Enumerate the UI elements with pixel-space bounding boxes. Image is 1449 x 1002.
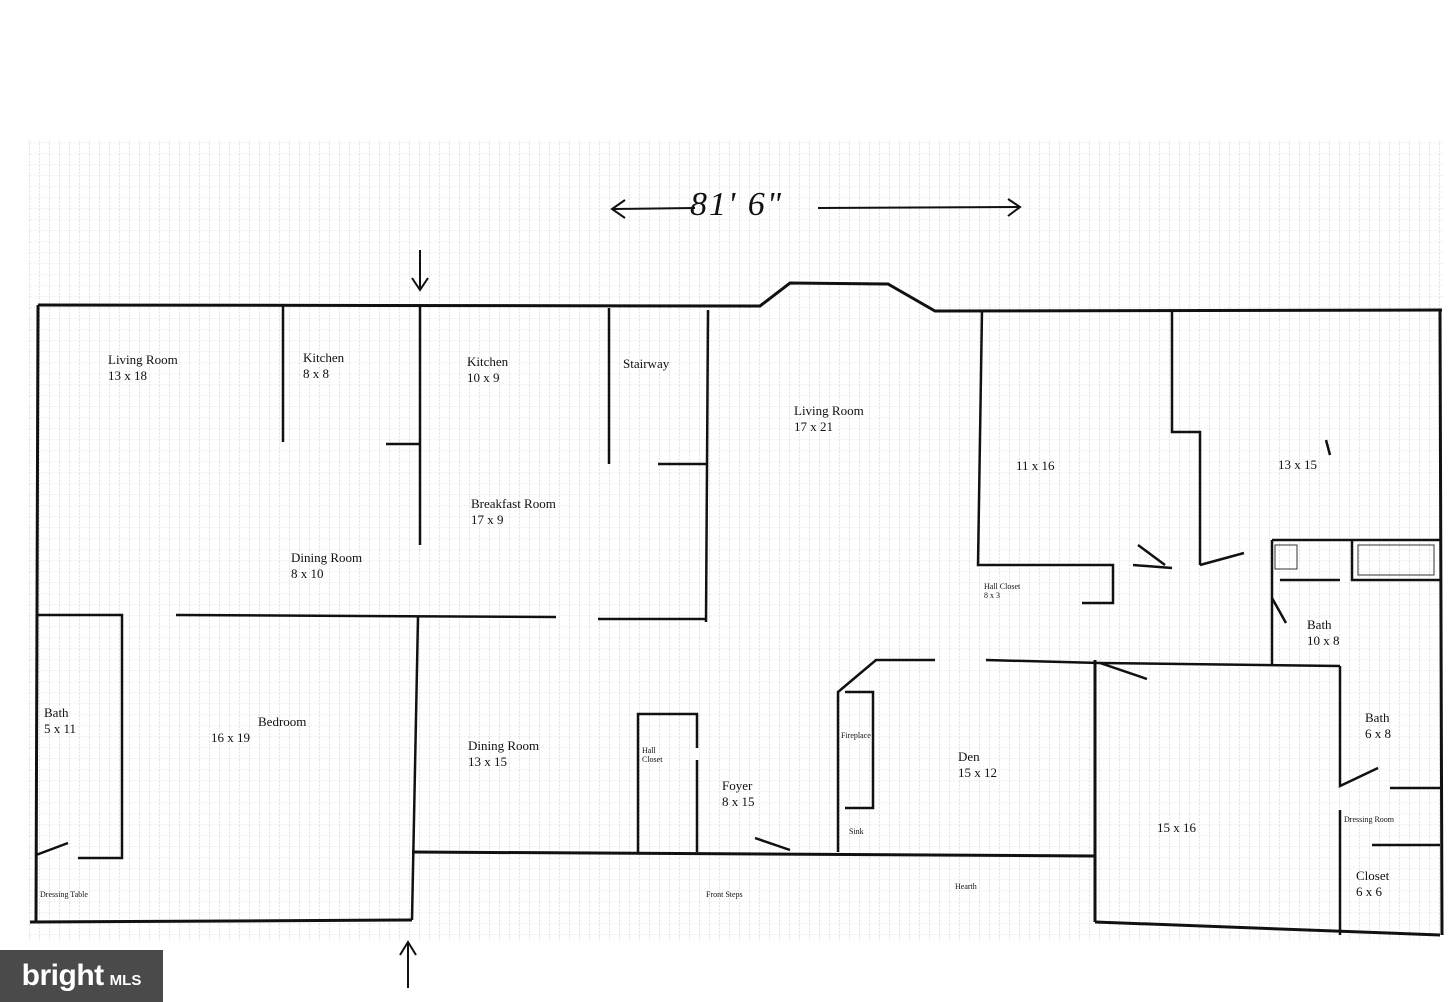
- room-dims: 6 x 6: [1356, 884, 1382, 899]
- logo-brand: bright: [21, 959, 104, 992]
- label-front-steps: Front Steps: [706, 890, 743, 899]
- room-dressing-table: Dressing Table: [40, 890, 88, 899]
- room-dims: 15 x 12: [958, 765, 997, 780]
- bath-fixtures: [1274, 544, 1435, 576]
- room-dims: 13 x 15: [468, 754, 507, 769]
- room-name: Dressing Table: [40, 890, 88, 899]
- room-hall-closet-foyer: Hall Closet: [642, 746, 668, 764]
- room-dims: 15 x 16: [1157, 820, 1196, 835]
- room-hall-closet-right: Hall Closet 8 x 3: [984, 582, 1020, 600]
- room-dims: 17 x 9: [471, 512, 504, 527]
- room-dims: 11 x 16: [1016, 458, 1055, 473]
- room-name: Bath: [44, 705, 69, 720]
- dimension-arrow: [610, 198, 1022, 219]
- room-name: Dressing Room: [1344, 815, 1394, 824]
- room-11x16: 11 x 16: [1016, 458, 1055, 474]
- room-name: Hall Closet: [642, 746, 663, 764]
- room-dims: 6 x 8: [1365, 726, 1391, 741]
- room-living-room-main: Living Room 17 x 21: [794, 403, 864, 435]
- interior-walls: [35, 305, 1440, 935]
- room-name: Foyer: [722, 778, 753, 793]
- overall-width-dimension: 81' 6": [690, 186, 784, 223]
- room-kitchen: Kitchen 10 x 9: [467, 354, 508, 386]
- grid-paper: [28, 140, 1444, 940]
- room-dims: 13 x 15: [1278, 457, 1317, 472]
- room-name: Dining Room: [468, 738, 540, 753]
- room-dims: 10 x 8: [1307, 633, 1340, 648]
- room-dims: 8 x 3: [984, 591, 1000, 600]
- room-name: Bath: [1365, 710, 1390, 725]
- room-name: Kitchen: [303, 350, 345, 365]
- room-kitchen-small: Kitchen 8 x 8: [303, 350, 344, 382]
- room-den: Den 15 x 12: [958, 749, 997, 781]
- room-bath-right: Bath 10 x 8: [1307, 617, 1340, 649]
- room-13x15: 13 x 15: [1278, 457, 1317, 473]
- room-dims: 5 x 11: [44, 721, 77, 736]
- room-name: Living Room: [794, 403, 864, 418]
- room-dining-room-large: Dining Room 13 x 15: [468, 738, 539, 770]
- entry-arrow-bottom: [399, 940, 417, 988]
- room-15x16: 15 x 16: [1157, 820, 1196, 836]
- room-name: Stairway: [623, 356, 670, 371]
- room-bedroom: Bedroom 16 x 19: [211, 714, 306, 746]
- room-dims: 8 x 10: [291, 566, 324, 581]
- room-name: Breakfast Room: [471, 496, 556, 511]
- room-dims: 8 x 15: [722, 794, 755, 809]
- logo-suffix: MLS: [109, 971, 142, 989]
- room-name: Den: [958, 749, 980, 764]
- room-name: Kitchen: [467, 354, 509, 369]
- room-dims: 8 x 8: [303, 366, 329, 381]
- room-name: Closet: [1356, 868, 1390, 883]
- room-name: Fireplace: [841, 731, 871, 740]
- room-closet: Closet 6 x 6: [1356, 868, 1389, 900]
- room-name: Bedroom: [258, 714, 307, 729]
- bright-mls-logo: bright MLS: [0, 950, 163, 1002]
- room-stairway: Stairway: [623, 356, 669, 372]
- entry-arrow-top: [411, 250, 429, 292]
- room-dining-room-small: Dining Room 8 x 10: [291, 550, 362, 582]
- room-dims: 17 x 21: [794, 419, 833, 434]
- room-name: Dining Room: [291, 550, 363, 565]
- room-bath-small: Bath 6 x 8: [1365, 710, 1391, 742]
- label-hearth: Hearth: [955, 882, 977, 891]
- room-dressing-room: Dressing Room: [1344, 815, 1394, 824]
- room-breakfast-room: Breakfast Room 17 x 9: [471, 496, 556, 528]
- room-dims: 13 x 18: [108, 368, 147, 383]
- room-name: Bath: [1307, 617, 1332, 632]
- room-dims: 16 x 19: [211, 730, 250, 745]
- room-bath-left: Bath 5 x 11: [44, 705, 76, 737]
- room-dims: 10 x 9: [467, 370, 500, 385]
- room-name: Living Room: [108, 352, 178, 367]
- exterior-walls: [29, 281, 1444, 937]
- room-fireplace: Fireplace: [841, 731, 871, 740]
- label-sink: Sink: [849, 827, 864, 836]
- room-name: Hall Closet: [984, 582, 1021, 591]
- room-foyer: Foyer 8 x 15: [722, 778, 755, 810]
- room-living-room-left: Living Room 13 x 18: [108, 352, 178, 384]
